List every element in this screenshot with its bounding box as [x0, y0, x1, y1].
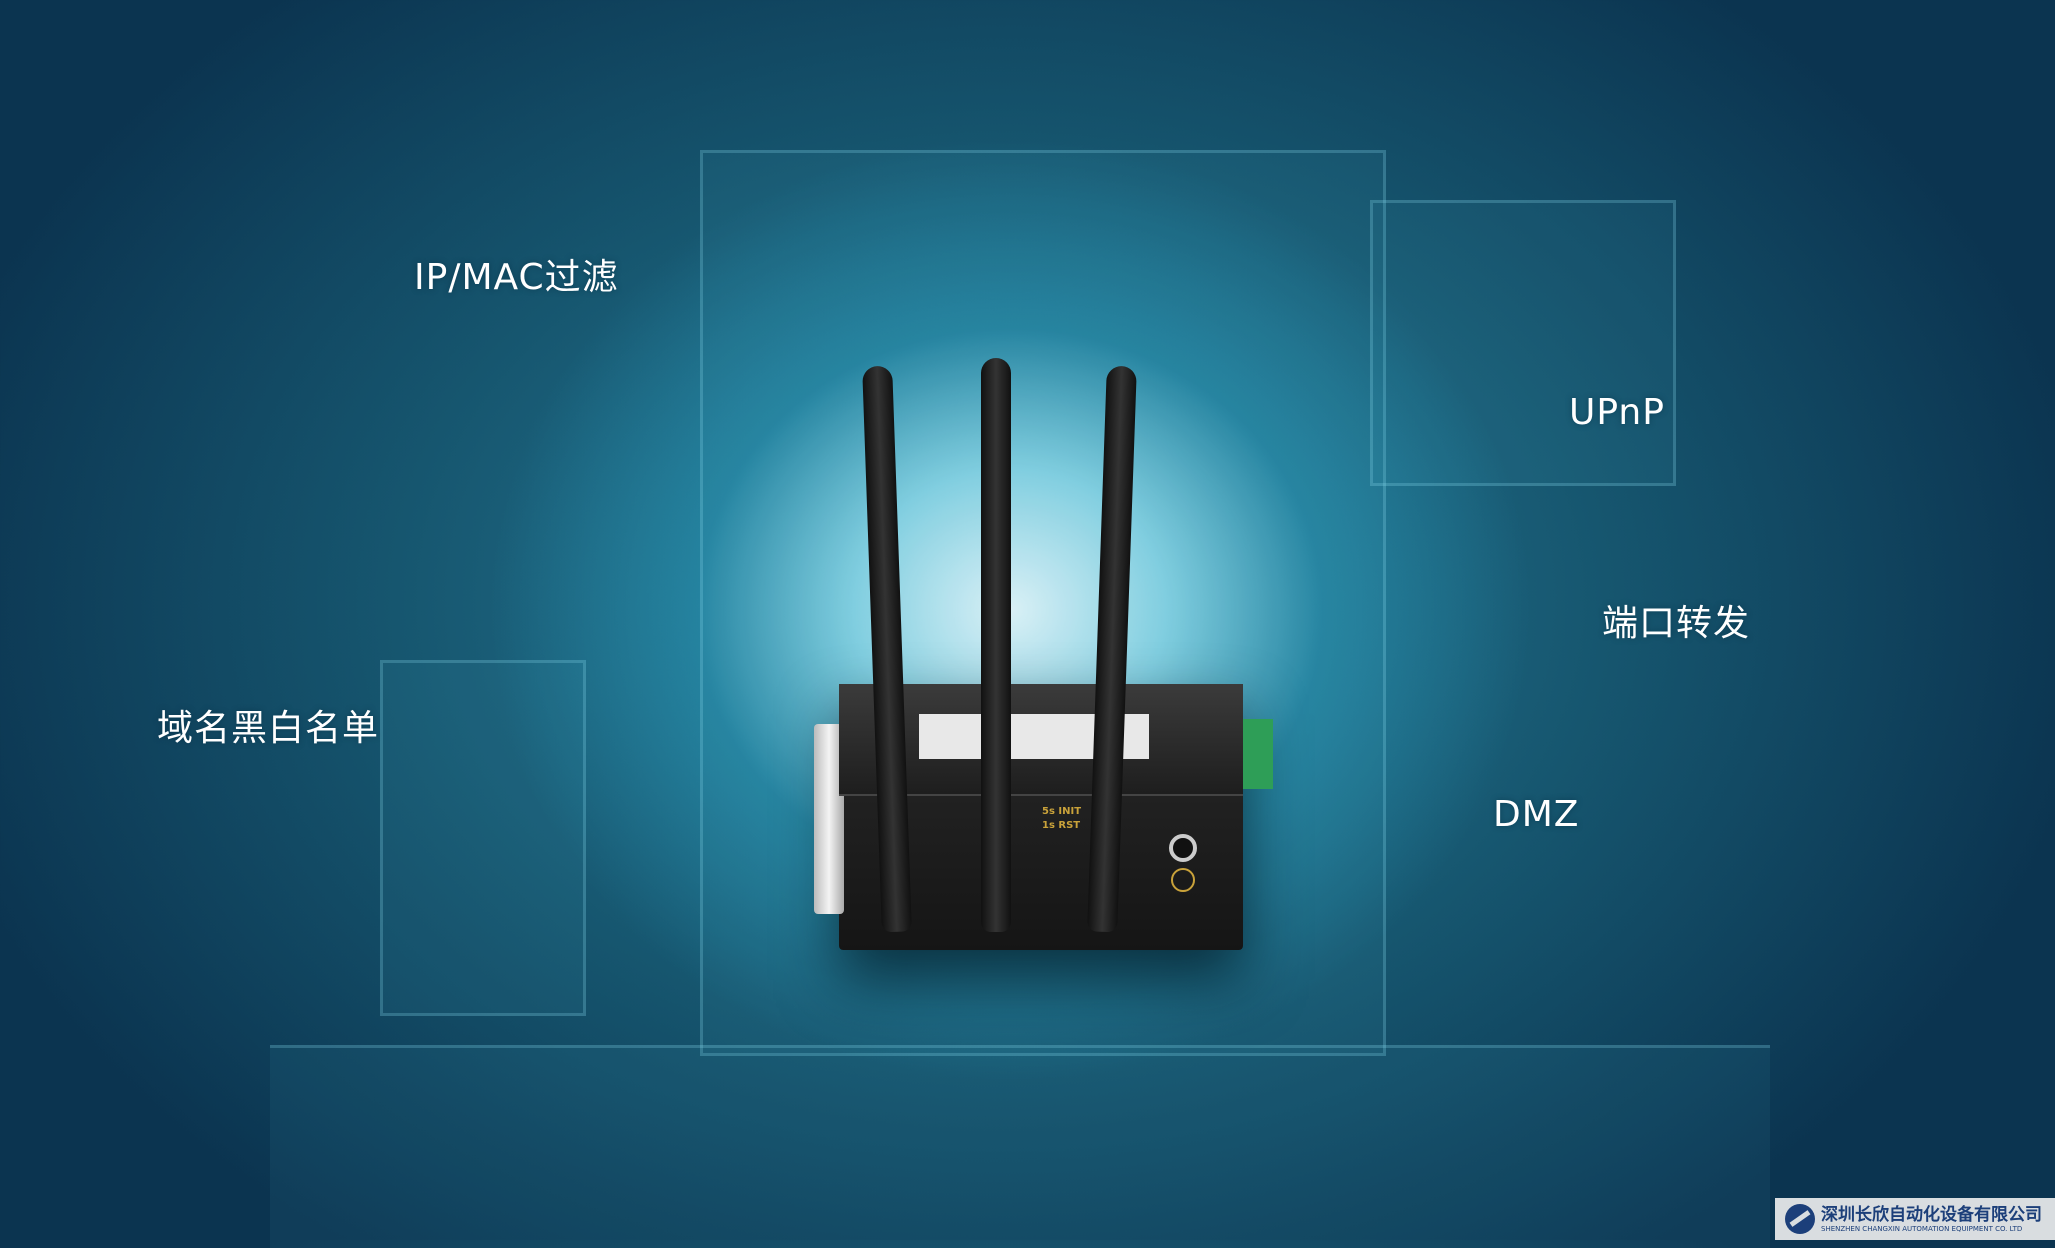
background-shelf-right [1370, 200, 1676, 486]
ground-icon [1171, 868, 1195, 892]
feature-ip-mac-filter: IP/MAC过滤 [414, 257, 619, 298]
init-label: 5s INIT [1042, 806, 1082, 817]
power-terminal [1243, 719, 1273, 789]
feature-port-forwarding: 端口转发 [1602, 603, 1751, 644]
company-name-en: SHENZHEN CHANGXIN AUTOMATION EQUIPMENT C… [1821, 1224, 2023, 1233]
background-floor [270, 1045, 1770, 1248]
feature-dmz: DMZ [1493, 794, 1580, 835]
reset-label: 1s RST [1042, 820, 1081, 831]
company-logo: 深圳长欣自动化设备有限公司 SHENZHEN CHANGXIN AUTOMATI… [1775, 1198, 2055, 1240]
feature-upnp: UPnP [1569, 392, 1665, 433]
device-top [839, 684, 1243, 796]
antenna-middle [981, 358, 1011, 932]
company-logo-icon [1785, 1204, 1815, 1234]
feature-domain-blacklist-whitelist: 域名黑白名单 [157, 708, 380, 749]
background-shelf-left [380, 660, 586, 1016]
company-name-cn: 深圳长欣自动化设备有限公司 [1821, 1204, 2042, 1225]
reset-button-hole [1169, 834, 1197, 862]
